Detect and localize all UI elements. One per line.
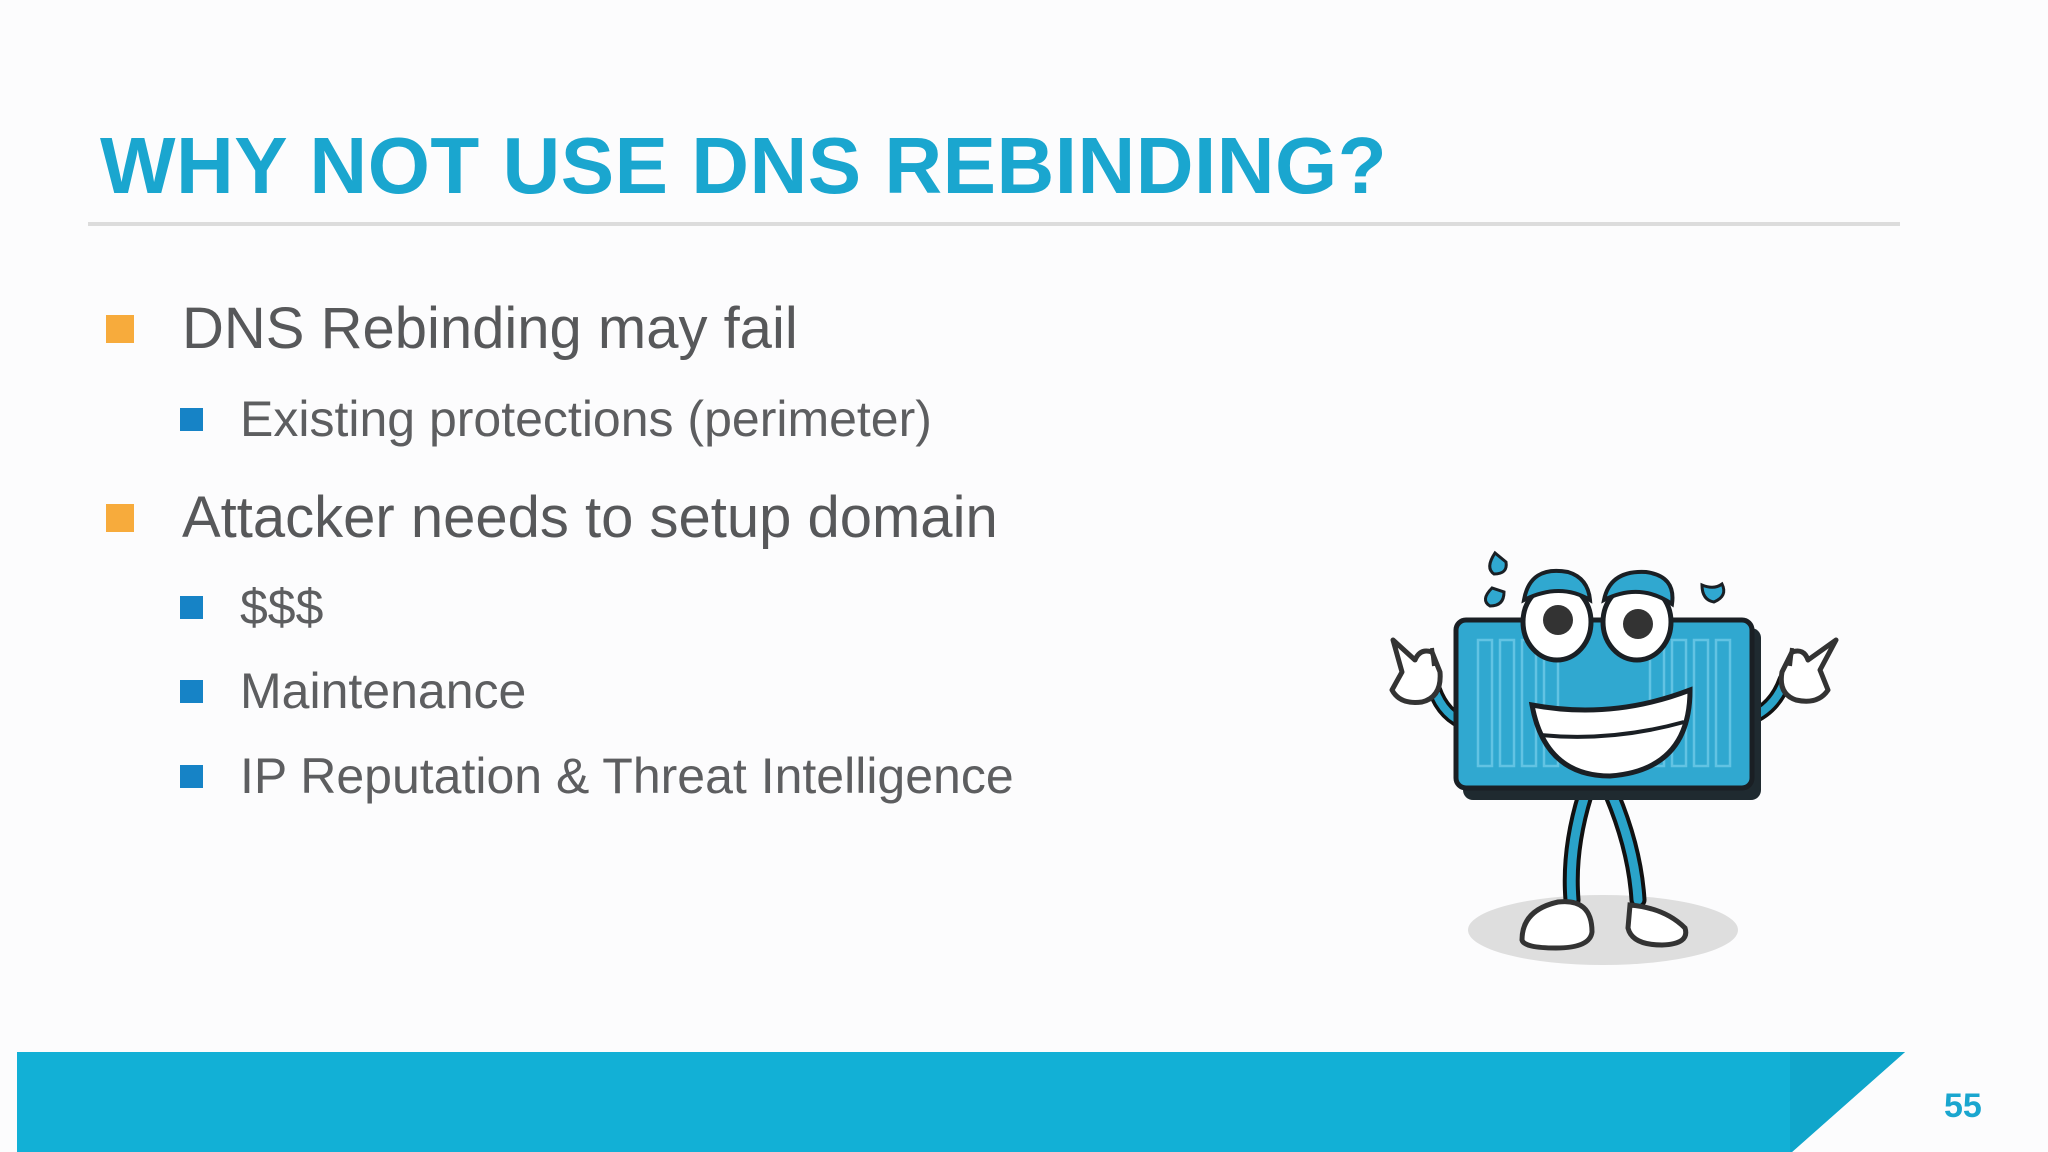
sub-bullet-text: IP Reputation & Threat Intelligence bbox=[240, 748, 1014, 804]
blue-square-bullet-icon bbox=[180, 764, 203, 788]
title-divider bbox=[88, 222, 1900, 226]
blue-square-bullet-icon bbox=[180, 679, 203, 703]
sub-bullet-item: IP Reputation & Threat Intelligence bbox=[180, 747, 1014, 805]
footer-bar bbox=[17, 1052, 1905, 1152]
slide-title: WHY NOT USE DNS REBINDING? bbox=[100, 121, 1388, 210]
nervous-router-mascot-icon bbox=[1389, 550, 1839, 965]
orange-square-bullet-icon bbox=[106, 504, 134, 532]
sub-bullet-item: Maintenance bbox=[180, 662, 526, 720]
sub-bullet-text: $$$ bbox=[240, 579, 324, 635]
sub-bullet-text: Existing protections (perimeter) bbox=[240, 391, 932, 447]
orange-square-bullet-icon bbox=[106, 315, 134, 343]
bullet-item: Attacker needs to setup domain bbox=[106, 485, 998, 551]
sub-bullet-item: $$$ bbox=[180, 578, 323, 636]
bullet-text: DNS Rebinding may fail bbox=[182, 296, 798, 361]
blue-square-bullet-icon bbox=[180, 595, 203, 619]
bullet-item: DNS Rebinding may fail bbox=[106, 296, 798, 362]
sub-bullet-text: Maintenance bbox=[240, 663, 527, 719]
blue-square-bullet-icon bbox=[180, 407, 203, 431]
page-number: 55 bbox=[1944, 1087, 1982, 1125]
sub-bullet-item: Existing protections (perimeter) bbox=[180, 390, 932, 448]
bullet-text: Attacker needs to setup domain bbox=[182, 485, 998, 550]
